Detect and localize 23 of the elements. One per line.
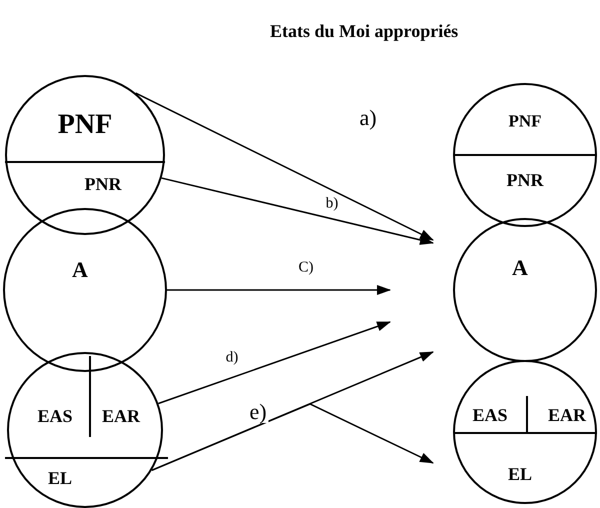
circle-label: EAS	[38, 407, 72, 425]
circle-label: PNR	[506, 171, 544, 189]
edge-label: d)	[224, 350, 240, 366]
circle-label: EL	[508, 465, 532, 483]
edge-label: C)	[296, 260, 316, 276]
arrow	[152, 403, 434, 471]
circle-label: PNF	[508, 112, 542, 130]
arrow	[161, 177, 434, 245]
circle-label: EAS	[472, 406, 508, 424]
arrow	[158, 321, 391, 404]
circle-label: A	[72, 259, 88, 281]
arrow	[167, 285, 391, 295]
title: Etats du Moi appropriés	[270, 20, 458, 43]
edge-label: b)	[324, 196, 340, 212]
circle-label: EAR	[102, 407, 140, 425]
arrow	[135, 92, 434, 241]
circle-label: PNR	[84, 175, 122, 193]
circle-label: EL	[48, 469, 72, 487]
edge-label: a)	[357, 107, 379, 129]
circle-label: PNF	[58, 111, 112, 139]
edge-label: e)	[247, 401, 269, 423]
circle-label: EAR	[548, 406, 586, 424]
circle-label: A	[512, 257, 528, 279]
